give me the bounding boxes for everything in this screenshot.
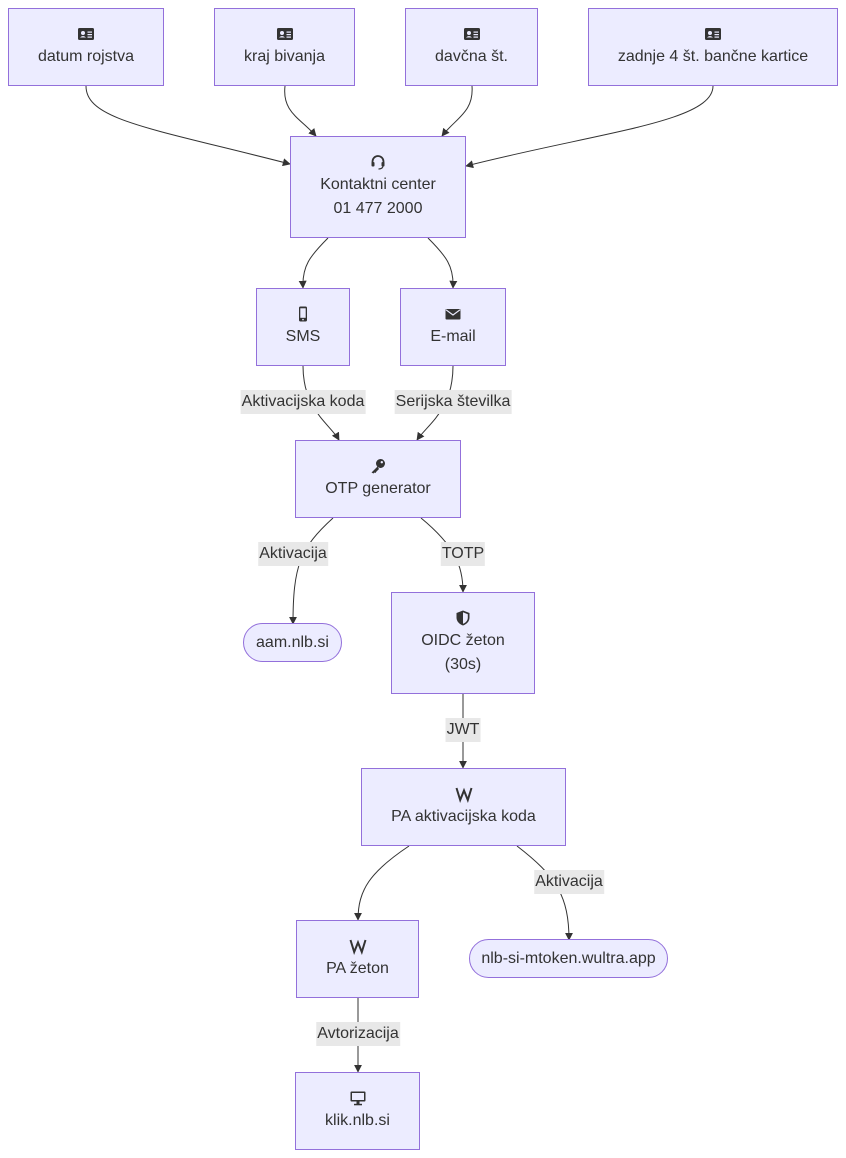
edge-pa-code-to-pa-token xyxy=(354,845,410,921)
edge-label-activation-aam: Aktivacija xyxy=(258,542,328,566)
token-validity: (30s) xyxy=(444,656,482,673)
edge-contact-center-to-email xyxy=(427,237,458,289)
node-label: datum rojstva xyxy=(37,48,135,65)
node-label: PA aktivacijska koda xyxy=(391,808,536,825)
node-label: aam.nlb.si xyxy=(256,633,329,651)
node-pa-token: PA žeton xyxy=(296,920,419,998)
edge-otp-to-aam xyxy=(289,517,334,625)
envelope-icon xyxy=(444,305,462,323)
node-label: OTP generator xyxy=(325,480,431,497)
node-pa-activation-code: PA aktivacijska koda xyxy=(361,768,566,846)
id-card-icon xyxy=(77,25,95,43)
node-label: kraj bivanja xyxy=(244,48,325,65)
wultra-w-icon xyxy=(455,785,473,803)
mobile-phone-icon xyxy=(294,305,312,323)
key-icon xyxy=(369,457,387,475)
shield-icon xyxy=(454,609,472,627)
edge-card-digits-to-contact-center xyxy=(465,85,714,169)
node-tax-number: davčna št. xyxy=(405,8,538,86)
node-sms: SMS xyxy=(256,288,350,366)
edge-label-activation-mtoken: Aktivacija xyxy=(534,870,604,894)
id-card-icon xyxy=(276,25,294,43)
node-label: zadnje 4 št. bančne kartice xyxy=(617,48,809,65)
node-residence: kraj bivanja xyxy=(214,8,355,86)
node-label: davčna št. xyxy=(435,48,508,65)
node-label: PA žeton xyxy=(326,960,389,977)
edge-birth-date-to-contact-center xyxy=(85,85,291,167)
node-contact-center: Kontaktni center 01 477 2000 xyxy=(290,136,466,238)
desktop-icon xyxy=(349,1089,367,1107)
headset-icon xyxy=(369,153,387,171)
node-otp-generator: OTP generator xyxy=(295,440,461,518)
edge-label-serial-number: Serijska številka xyxy=(394,390,512,414)
node-label: SMS xyxy=(285,328,321,345)
edge-label-jwt: JWT xyxy=(445,718,481,742)
edge-residence-to-contact-center xyxy=(284,85,317,137)
node-email: E-mail xyxy=(400,288,506,366)
node-label: OIDC žeton xyxy=(421,632,505,649)
node-label: Kontaktni center xyxy=(320,176,436,193)
node-aam: aam.nlb.si xyxy=(243,623,342,662)
node-oidc-token: OIDC žeton (30s) xyxy=(391,592,535,694)
node-card-digits: zadnje 4 št. bančne kartice xyxy=(588,8,838,86)
edge-label-authorization: Avtorizacija xyxy=(316,1022,400,1046)
id-card-icon xyxy=(704,25,722,43)
wultra-w-icon xyxy=(349,937,367,955)
node-klik: klik.nlb.si xyxy=(295,1072,420,1150)
phone-number: 01 477 2000 xyxy=(333,200,423,217)
edge-tax-number-to-contact-center xyxy=(441,85,473,137)
id-card-icon xyxy=(463,25,481,43)
edge-label-totp: TOTP xyxy=(440,542,486,566)
edge-label-activation-code: Aktivacijska koda xyxy=(240,390,366,414)
edge-contact-center-to-sms xyxy=(298,237,329,289)
node-label: klik.nlb.si xyxy=(325,1112,390,1129)
node-mtoken-app: nlb-si-mtoken.wultra.app xyxy=(469,939,668,978)
node-label: E-mail xyxy=(430,328,476,345)
node-label: nlb-si-mtoken.wultra.app xyxy=(481,949,656,967)
node-birth-date: datum rojstva xyxy=(8,8,164,86)
